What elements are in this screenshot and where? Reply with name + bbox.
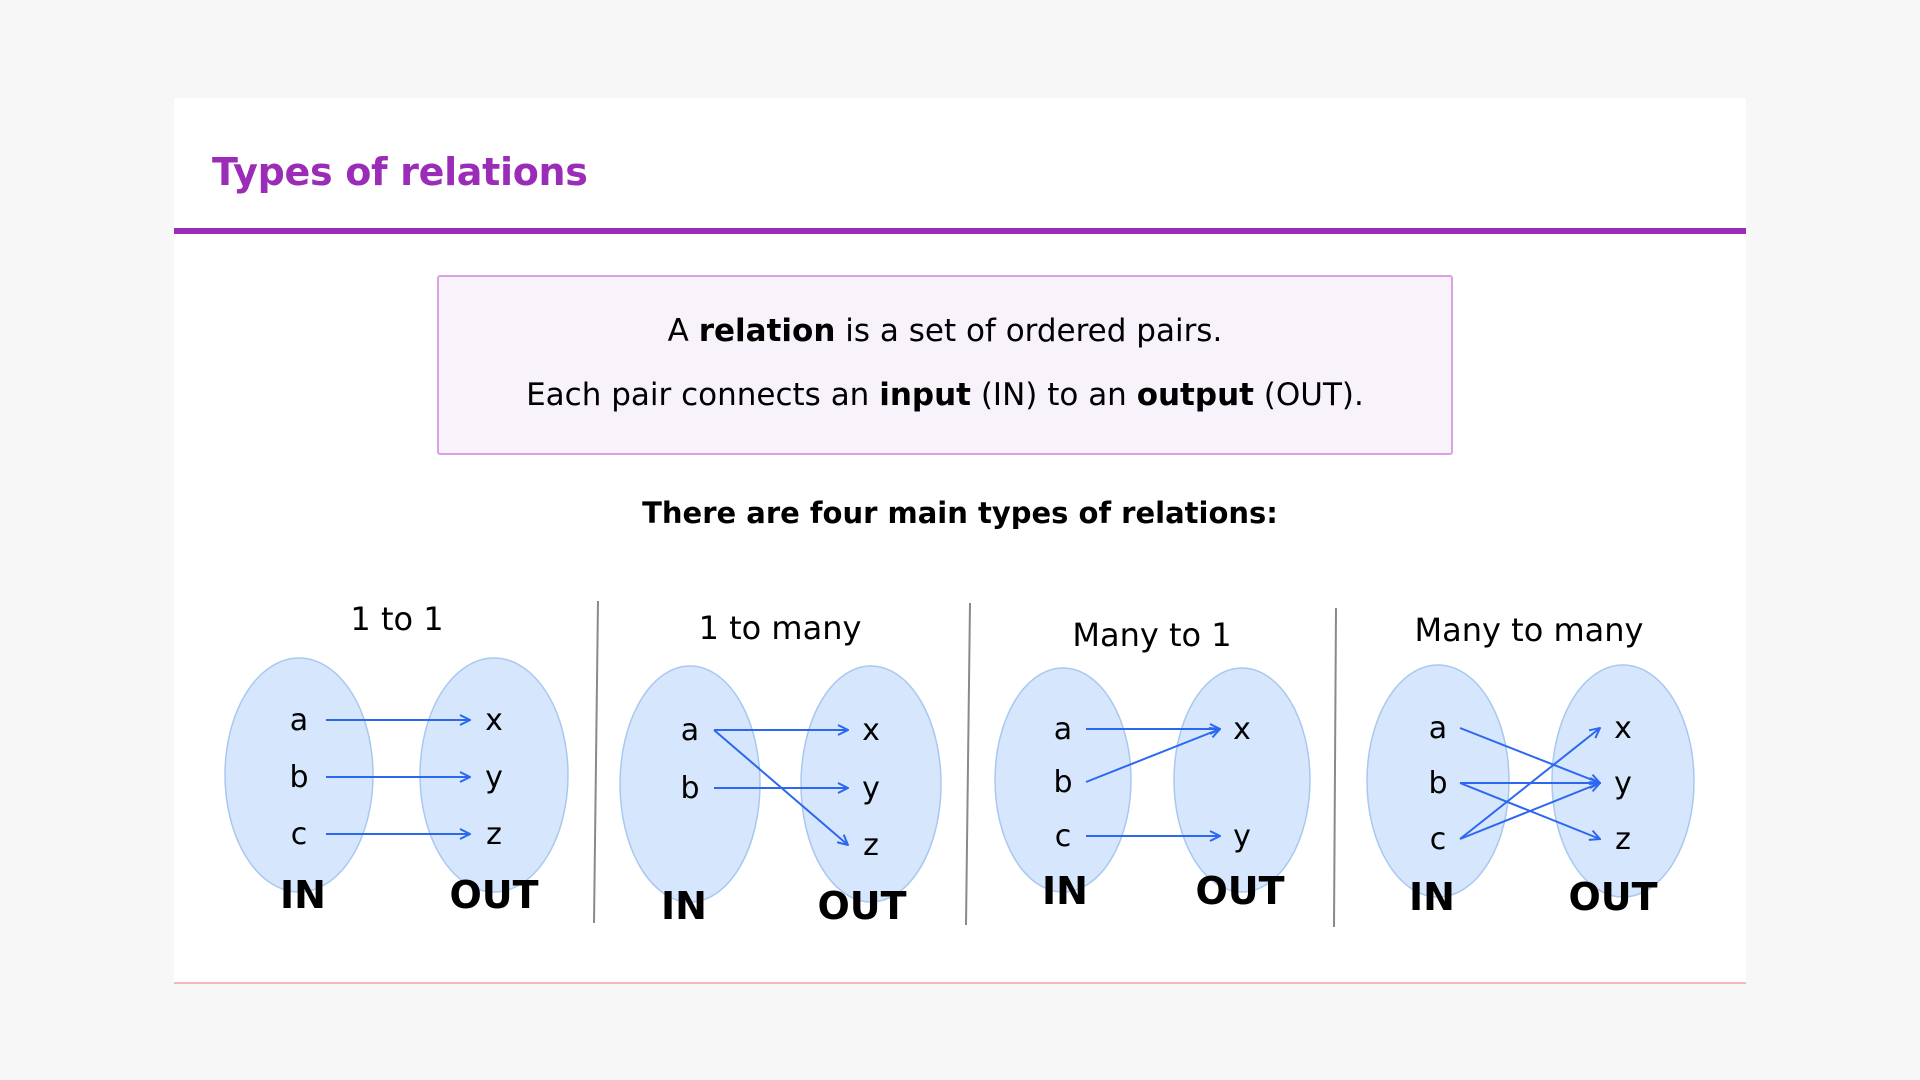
mapping-arrow — [1459, 728, 1600, 840]
output-element: x — [862, 713, 880, 748]
def1-pre: A — [667, 313, 699, 349]
output-set-ellipse — [800, 665, 942, 903]
diagram-title: Many to 1 — [1072, 616, 1231, 654]
output-element: y — [862, 771, 880, 806]
input-element: a — [1429, 711, 1447, 746]
definition-box: A relation is a set of ordered pairs. Ea… — [437, 275, 1453, 455]
diagram-title: Many to many — [1415, 611, 1644, 649]
input-element: c — [1055, 819, 1072, 854]
input-set-ellipse — [1366, 664, 1510, 898]
output-element: y — [1233, 819, 1251, 854]
input-set-ellipse — [619, 665, 761, 903]
output-element: y — [485, 760, 503, 795]
out-label: OUT — [817, 884, 906, 928]
output-element: z — [863, 828, 879, 863]
title-underline — [174, 228, 1746, 234]
def2-term-output: output — [1136, 377, 1254, 413]
input-element: a — [681, 713, 699, 748]
output-element: z — [1615, 822, 1631, 857]
definition-line-2: Each pair connects an input (IN) to an o… — [439, 377, 1451, 413]
mapping-arrow — [1085, 729, 1220, 783]
output-set-ellipse — [1551, 664, 1695, 898]
output-element: x — [1614, 711, 1632, 746]
in-label: IN — [280, 873, 326, 917]
in-label: IN — [661, 884, 707, 928]
input-element: a — [1054, 712, 1072, 747]
mapping-arrow — [1459, 783, 1600, 840]
input-element: c — [1430, 822, 1447, 857]
output-element: z — [486, 817, 502, 852]
panel-divider — [593, 600, 599, 924]
slide: Types of relations A relation is a set o… — [174, 98, 1746, 984]
output-element: x — [485, 703, 503, 738]
in-label: IN — [1409, 875, 1455, 919]
input-element: b — [1428, 766, 1447, 801]
input-element: a — [290, 703, 308, 738]
input-element: b — [289, 760, 308, 795]
input-element: c — [291, 817, 308, 852]
panel-divider — [1333, 607, 1337, 928]
definition-line-1: A relation is a set of ordered pairs. — [439, 313, 1451, 349]
def2-pre: Each pair connects an — [526, 377, 880, 413]
def2-post: (OUT). — [1253, 377, 1364, 413]
in-label: IN — [1042, 869, 1088, 913]
out-label: OUT — [1195, 869, 1284, 913]
def1-post: is a set of ordered pairs. — [835, 313, 1223, 349]
lead-text: There are four main types of relations: — [642, 496, 1278, 530]
mapping-arrow — [1459, 727, 1600, 783]
def2-term-input: input — [879, 377, 971, 413]
diagram-title: 1 to many — [699, 609, 862, 647]
out-label: OUT — [1568, 875, 1657, 919]
input-element: b — [680, 771, 699, 806]
output-element: x — [1233, 712, 1251, 747]
def2-mid: (IN) to an — [970, 377, 1137, 413]
panel-divider — [965, 602, 971, 926]
def1-term-relation: relation — [698, 313, 836, 349]
out-label: OUT — [449, 873, 538, 917]
diagram-title: 1 to 1 — [350, 600, 443, 638]
slide-title: Types of relations — [212, 150, 588, 194]
input-element: b — [1053, 765, 1072, 800]
output-set-ellipse — [1173, 667, 1311, 893]
output-element: y — [1614, 766, 1632, 801]
